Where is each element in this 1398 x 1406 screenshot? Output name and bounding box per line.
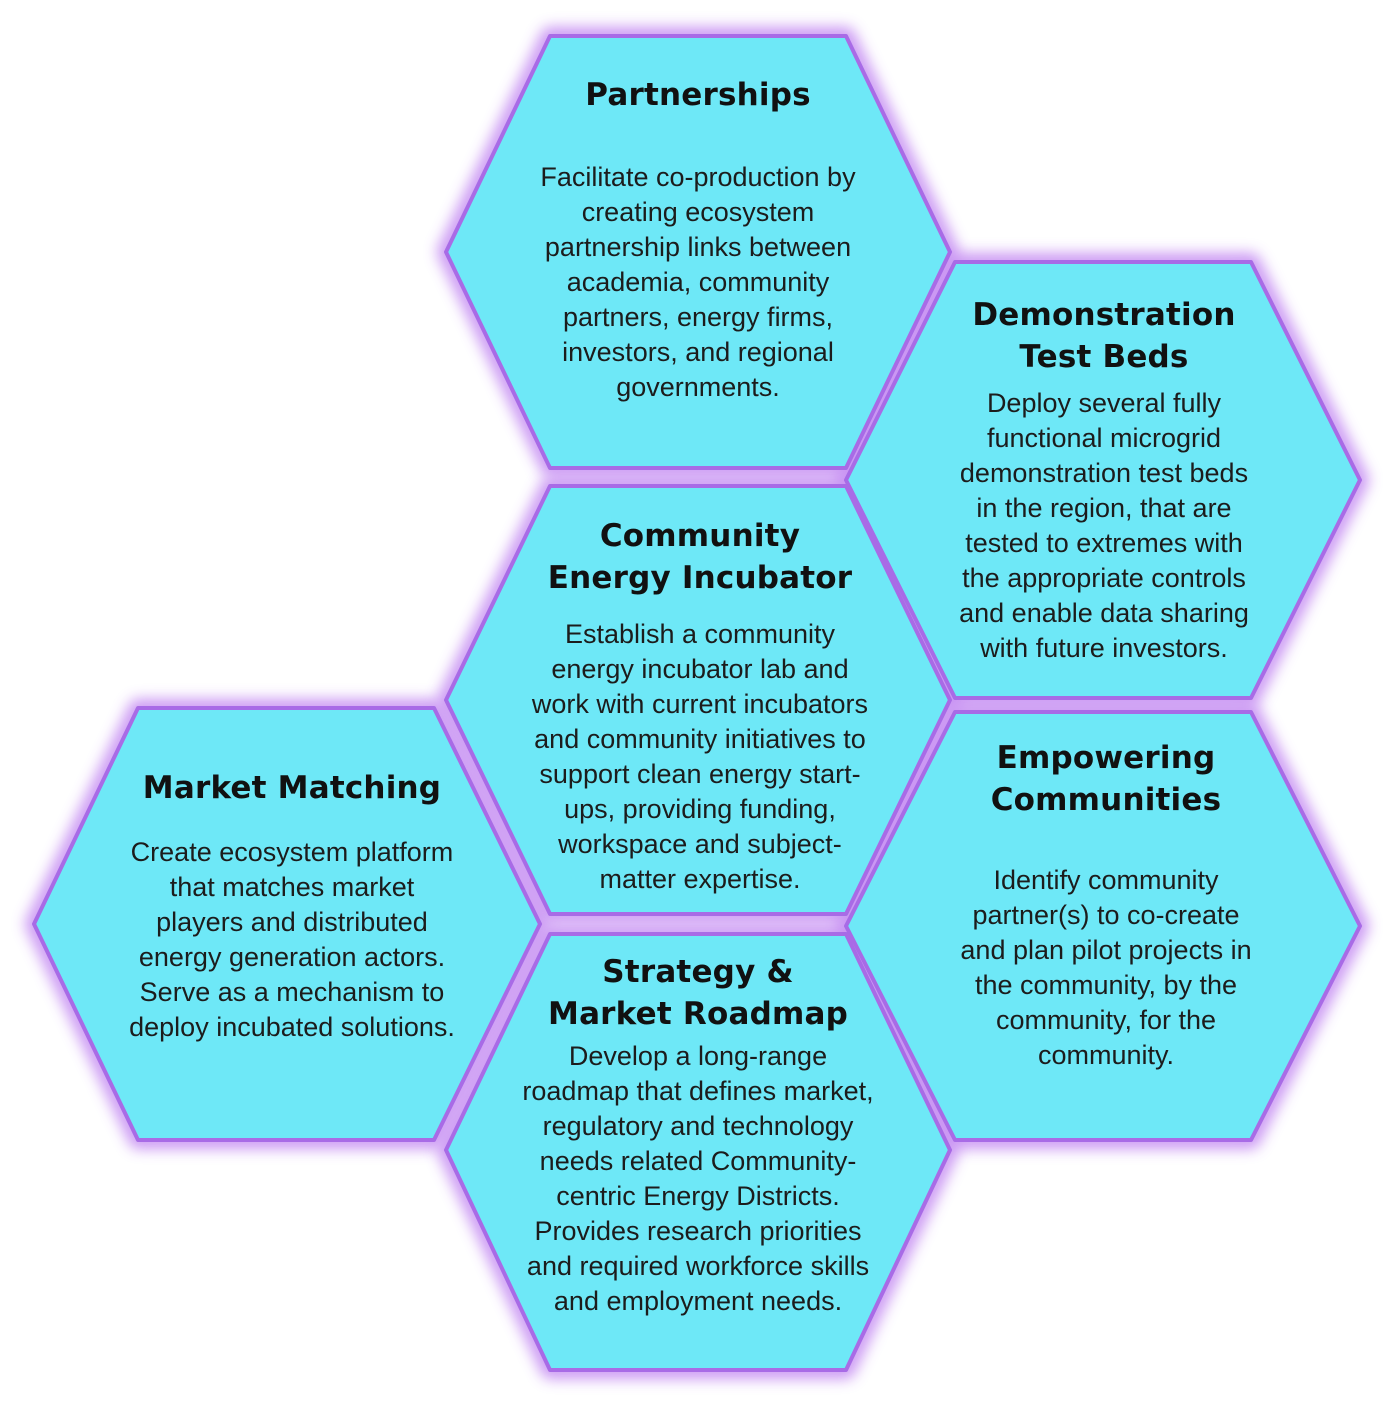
title-line: Strategy &	[602, 954, 794, 990]
body-line: with future investors.	[980, 633, 1228, 663]
body-line: Establish a community	[564, 619, 836, 649]
body-line: Provides research priorities	[534, 1216, 862, 1246]
body-line: tested to extremes with	[965, 528, 1243, 558]
body-line: Create ecosystem platform	[130, 837, 454, 867]
body-line: demonstration test beds	[959, 458, 1249, 488]
hex-shape-empowering	[844, 710, 1362, 1142]
hexagon-fill-layer	[32, 34, 1362, 1372]
body-line: needs related Community-	[539, 1146, 857, 1176]
hex-incubator: Community Energy Incubator Establish a c…	[462, 515, 938, 897]
body-line: deploy incubated solutions.	[129, 1012, 455, 1042]
body-line: and employment needs.	[553, 1286, 843, 1316]
hex-strategy-body: Develop a long-range roadmap that define…	[522, 1039, 873, 1319]
body-line: Serve as a mechanism to	[139, 977, 445, 1007]
hex-strategy-title: Strategy & Market Roadmap	[548, 951, 848, 1035]
body-line: and plan pilot projects in	[960, 935, 1252, 965]
body-line: energy generation actors.	[138, 942, 446, 972]
hex-shape-incubator	[444, 484, 952, 916]
hex-empowering-title: Empowering Communities	[991, 737, 1222, 821]
body-line: community, for the	[995, 1005, 1217, 1035]
body-line: the appropriate controls	[962, 563, 1246, 593]
hex-market-matching-title: Market Matching	[143, 767, 441, 809]
body-line: ups, providing funding,	[564, 794, 836, 824]
body-line: support clean energy start-	[539, 759, 861, 789]
title-line: Community	[599, 518, 801, 554]
body-line: that matches market	[169, 872, 415, 902]
body-line: Identify community	[993, 865, 1219, 895]
body-line: and community initiatives to	[534, 724, 866, 754]
hex-empowering: Empowering Communities Identify communit…	[868, 737, 1344, 1073]
body-line: Develop a long-range	[568, 1041, 828, 1071]
body-line: partner(s) to co-create	[972, 900, 1240, 930]
body-line: energy incubator lab and	[551, 654, 849, 684]
hex-demonstration-title: Demonstration Test Beds	[972, 294, 1235, 378]
hex-partnerships-title: Partnerships	[585, 74, 811, 116]
body-line: matter expertise.	[599, 864, 801, 894]
title-line: Test Beds	[1019, 339, 1189, 375]
body-line: and required workforce skills	[526, 1251, 870, 1281]
title-line: Market Matching	[142, 770, 442, 806]
body-line: in the region, that are	[976, 493, 1232, 523]
body-line: functional microgrid	[986, 423, 1222, 453]
hex-market-matching-body: Create ecosystem platform that matches m…	[129, 835, 455, 1045]
body-line: regulatory and technology	[542, 1111, 854, 1141]
hex-shape-demonstration	[844, 260, 1362, 700]
title-line: Demonstration	[972, 297, 1236, 333]
body-line: and enable data sharing	[959, 598, 1249, 628]
hex-empowering-body: Identify community partner(s) to co-crea…	[960, 863, 1251, 1073]
body-line: centric Energy Districts.	[556, 1181, 840, 1211]
hex-shape-partnerships	[444, 34, 952, 470]
body-line: governments.	[616, 372, 780, 402]
body-line: partnership links between	[544, 232, 852, 262]
body-line: creating ecosystem	[581, 197, 815, 227]
body-line: partners, energy firms,	[562, 302, 834, 332]
body-line: workspace and subject-	[558, 829, 842, 859]
body-line: Deploy several fully	[986, 388, 1222, 418]
hex-partnerships-body: Facilitate co-production by creating eco…	[540, 160, 855, 405]
hex-incubator-title: Community Energy Incubator	[548, 515, 853, 599]
hex-shape-strategy	[444, 932, 952, 1372]
hex-shape-market-matching	[32, 706, 542, 1142]
title-line: Communities	[990, 782, 1222, 818]
title-line: Market Roadmap	[548, 996, 848, 1032]
hex-market-matching: Market Matching Create ecosystem platfor…	[54, 767, 530, 1045]
hex-demonstration-body: Deploy several fully functional microgri…	[959, 386, 1249, 666]
hex-partnerships: Partnerships Facilitate co-production by…	[460, 74, 936, 405]
body-line: work with current incubators	[531, 689, 869, 719]
body-line: academia, community	[566, 267, 830, 297]
body-line: community.	[1037, 1040, 1175, 1070]
title-line: Energy Incubator	[547, 560, 853, 596]
body-line: roadmap that defines market,	[522, 1076, 874, 1106]
body-line: the community, by the	[974, 970, 1238, 1000]
title-line: Partnerships	[585, 77, 811, 113]
body-line: investors, and regional	[562, 337, 834, 367]
body-line: Facilitate co-production by	[540, 162, 856, 192]
hex-strategy: Strategy & Market Roadmap Develop a long…	[458, 951, 938, 1319]
hex-incubator-body: Establish a community energy incubator l…	[532, 617, 868, 897]
title-line: Empowering	[996, 740, 1216, 776]
hex-demonstration: Demonstration Test Beds Deploy several f…	[866, 294, 1342, 666]
body-line: players and distributed	[156, 907, 428, 937]
